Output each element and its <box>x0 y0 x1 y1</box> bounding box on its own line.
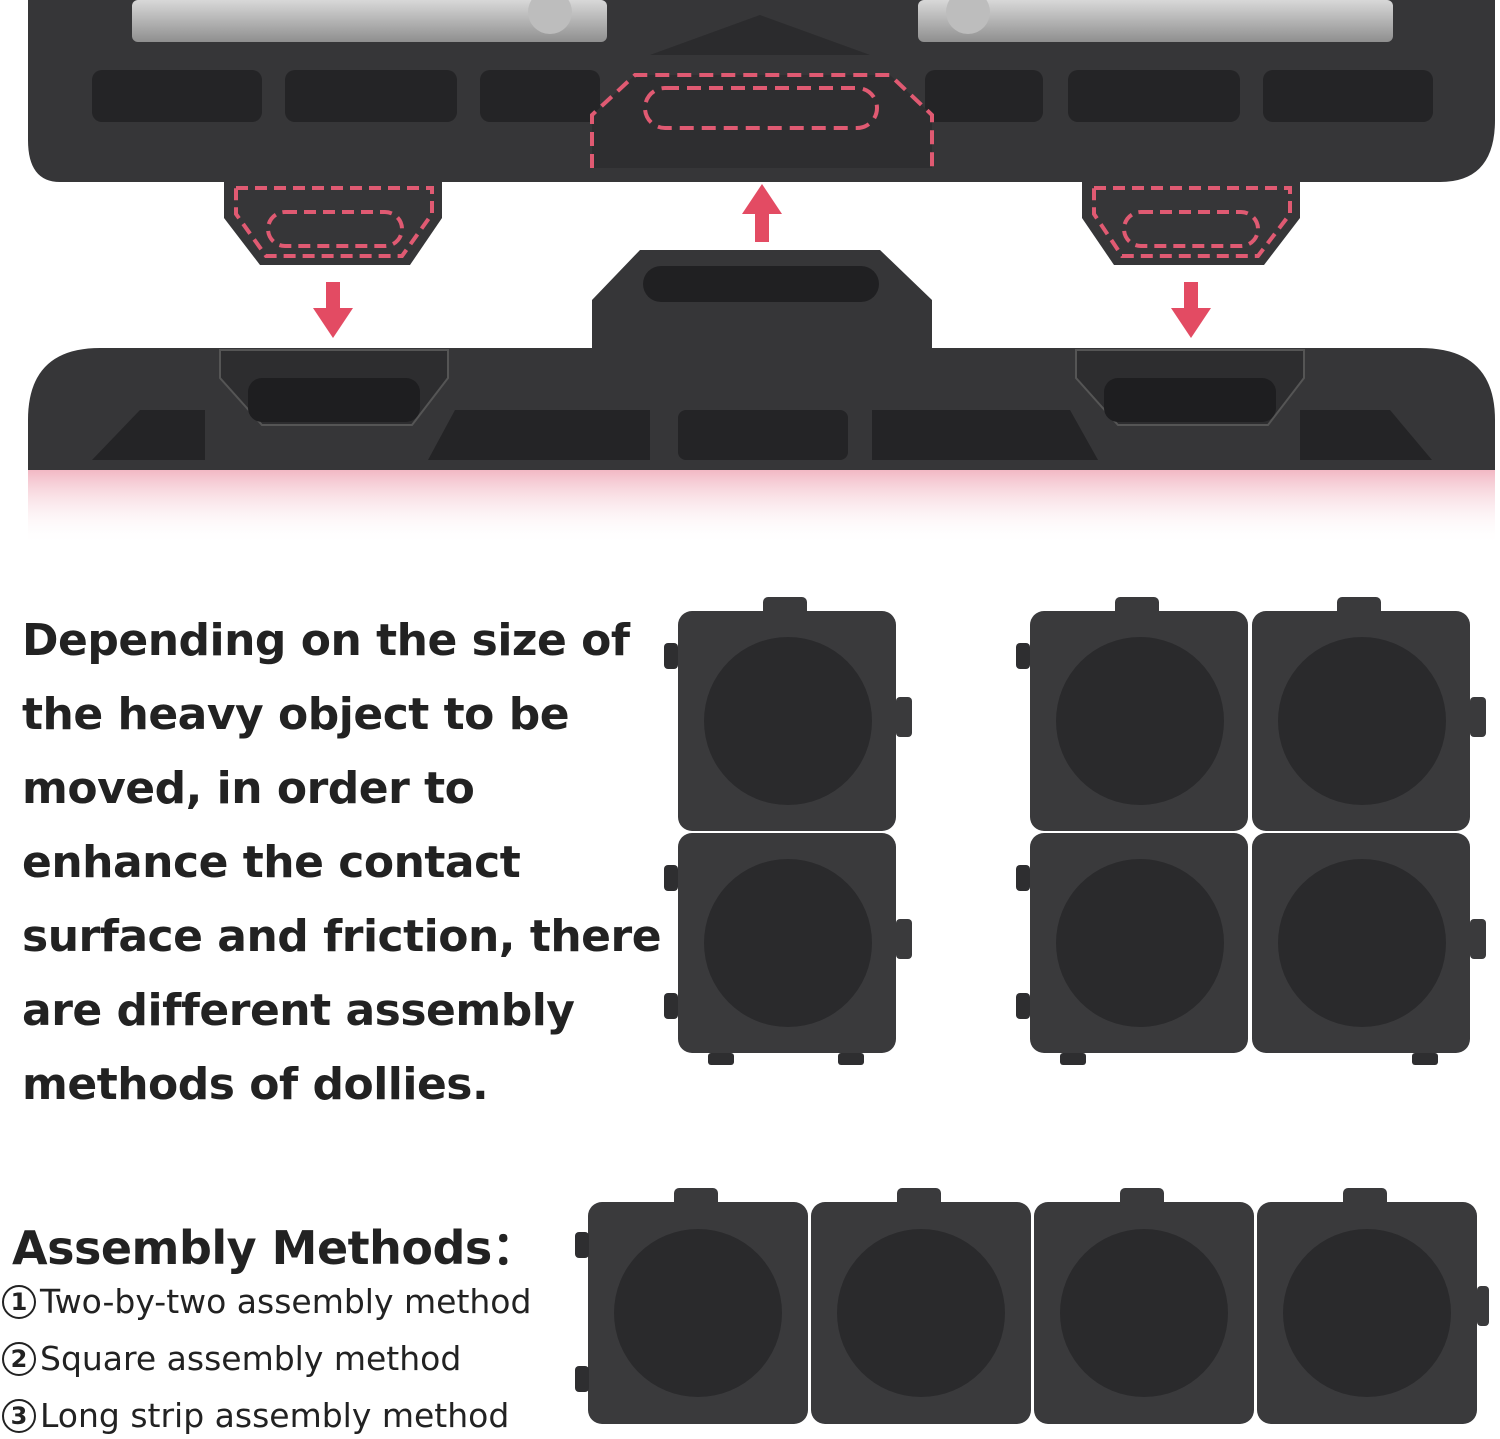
dolly-pad <box>1252 833 1486 1065</box>
circled-number: 1 <box>2 1284 36 1319</box>
method-label: Square assembly method <box>40 1339 462 1378</box>
description-text: Depending on the size of the heavy objec… <box>22 615 662 1110</box>
upper-dolly-panel <box>28 0 1495 265</box>
dolly-pad <box>1034 1188 1254 1424</box>
lower-dolly-panel <box>28 250 1495 470</box>
dolly-pad <box>1016 597 1248 831</box>
circled-number: 3 <box>2 1398 36 1433</box>
arrow-down-icon <box>1171 282 1211 338</box>
dolly-pad <box>1016 833 1248 1065</box>
dolly-pad <box>575 1188 808 1424</box>
square-assembly-illustration <box>1016 597 1486 1065</box>
method-label: Long strip assembly method <box>40 1396 510 1435</box>
dolly-pad <box>1252 597 1486 831</box>
connector-illustration <box>28 0 1495 545</box>
dolly-pad <box>811 1188 1031 1424</box>
arrow-up-icon <box>742 184 782 242</box>
dolly-pad <box>664 597 912 831</box>
method-item-two-by-two: 1 Two-by-two assembly method <box>2 1282 531 1321</box>
dolly-pad <box>664 833 912 1065</box>
circled-number: 2 <box>2 1341 36 1376</box>
method-item-square: 2 Square assembly method <box>2 1339 461 1378</box>
dolly-pad <box>1257 1188 1489 1424</box>
method-label: Two-by-two assembly method <box>40 1282 532 1321</box>
arrow-down-icon <box>313 282 353 338</box>
long-strip-assembly-illustration <box>575 1188 1489 1424</box>
two-by-two-assembly-illustration <box>664 597 912 1065</box>
assembly-methods-title: Assembly Methods： <box>12 1221 538 1275</box>
method-item-long-strip: 3 Long strip assembly method <box>2 1396 509 1435</box>
